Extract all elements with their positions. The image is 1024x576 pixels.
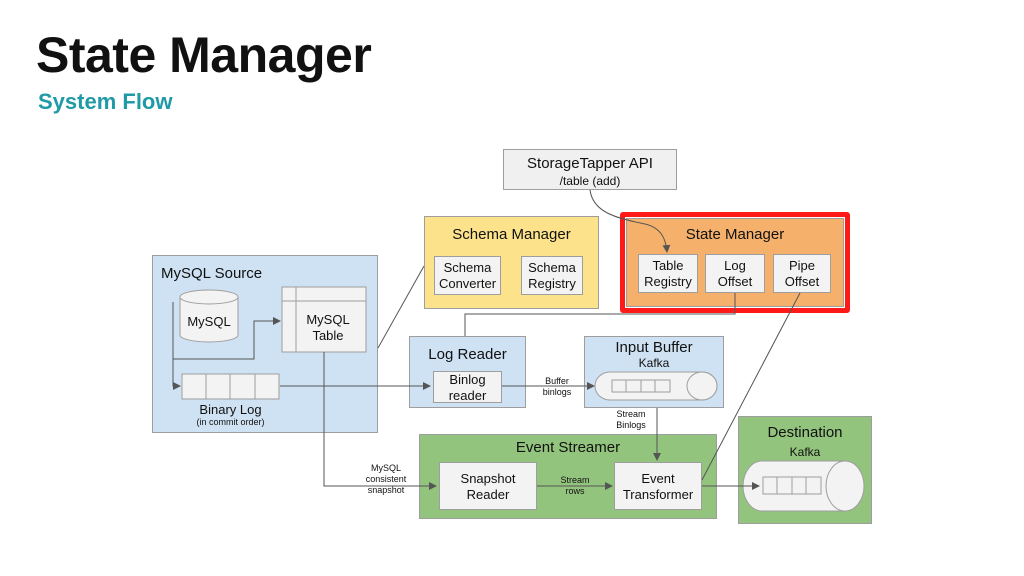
- storagetapper-api-box[interactable]: StorageTapper API /table (add): [503, 149, 677, 190]
- page-subtitle: System Flow: [38, 89, 173, 114]
- event-transformer-box[interactable]: Event Transformer: [614, 462, 702, 510]
- page-title: State Manager: [36, 27, 372, 83]
- log-reader-title: Log Reader: [428, 346, 507, 363]
- binary-log-sublabel: (in commit order): [196, 417, 265, 427]
- schema-registry-box[interactable]: Schema Registry: [521, 256, 583, 295]
- stream-binlogs-label: Stream Binlogs: [616, 409, 646, 430]
- mysql-table-label: MySQL Table: [306, 312, 350, 343]
- binlog-reader-label: Binlog reader: [448, 372, 487, 403]
- log-offset-box[interactable]: Log Offset: [705, 254, 765, 293]
- input-buffer-kafka: Kafka: [638, 356, 670, 370]
- event-transformer-label: Event Transformer: [622, 471, 694, 502]
- buffer-binlogs-label: Buffer binlogs: [542, 376, 572, 397]
- schema-registry-label: Schema Registry: [528, 260, 576, 291]
- table-registry-box[interactable]: Table Registry: [638, 254, 698, 293]
- schema-converter-label: Schema Converter: [438, 260, 497, 291]
- binlog-reader-box[interactable]: Binlog reader: [433, 371, 502, 403]
- snapshot-reader-box[interactable]: Snapshot Reader: [439, 462, 537, 510]
- binary-log-label: Binary Log: [199, 402, 262, 417]
- log-offset-label: Log Offset: [717, 258, 753, 289]
- destination-kafka: Kafka: [789, 445, 821, 459]
- snapshot-reader-label: Snapshot Reader: [460, 471, 516, 502]
- table-registry-label: Table Registry: [644, 258, 692, 289]
- pipe-offset-box[interactable]: Pipe Offset: [773, 254, 831, 293]
- mysql-snapshot-label: MySQL consistent snapshot: [365, 463, 407, 495]
- destination-kafka-icon: [742, 460, 865, 512]
- state-manager-title: State Manager: [685, 226, 785, 243]
- input-buffer-title: Input Buffer: [615, 339, 693, 356]
- input-buffer-kafka-icon: [594, 371, 718, 401]
- mysql-database-icon: [179, 289, 239, 343]
- event-streamer-title: Event Streamer: [515, 439, 621, 456]
- api-title: StorageTapper API: [527, 155, 653, 172]
- schema-manager-title: Schema Manager: [452, 226, 571, 243]
- mysql-source-title: MySQL Source: [161, 265, 263, 282]
- api-endpoint: /table (add): [559, 174, 621, 188]
- schema-converter-box[interactable]: Schema Converter: [434, 256, 501, 295]
- pipe-offset-label: Pipe Offset: [784, 258, 820, 289]
- stream-rows-label: Stream rows: [560, 475, 590, 496]
- binary-log-segments: [181, 373, 280, 400]
- mysql-db-label: MySQL: [187, 314, 231, 329]
- destination-title: Destination: [767, 424, 843, 441]
